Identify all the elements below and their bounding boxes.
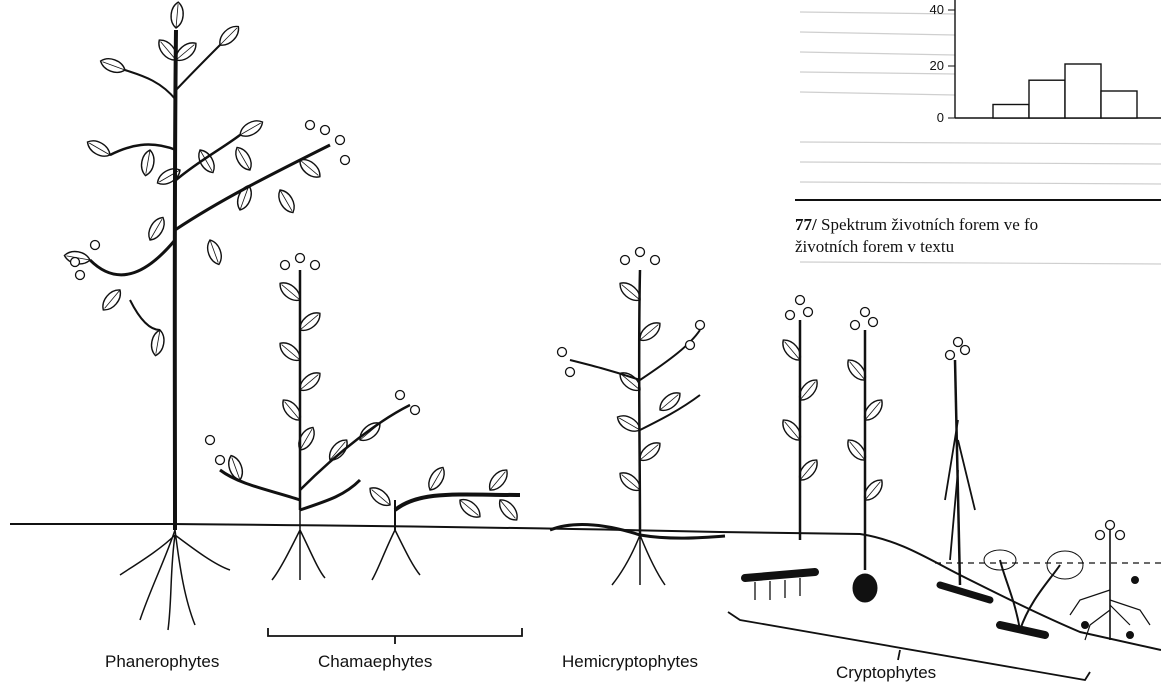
inset-bar-chart [948, 0, 1161, 118]
ground-line [10, 524, 1161, 650]
chamaephytes-brace [268, 628, 522, 644]
caption-number: 77/ [795, 215, 817, 234]
hemicryptophyte-plant [550, 248, 725, 586]
label-chamaephytes: Chamaephytes [318, 652, 432, 672]
cryptophyte-plants [745, 296, 1150, 641]
inset-bar [1029, 80, 1065, 118]
inset-tick-20: 20 [914, 58, 944, 73]
chamaephyte-plants [206, 254, 522, 581]
inset-tick-0: 0 [914, 110, 944, 125]
inset-bar [993, 105, 1029, 119]
inset-bar [1101, 91, 1137, 118]
caption-line2: životních forem v textu [795, 237, 954, 256]
label-cryptophytes: Cryptophytes [836, 663, 936, 683]
label-phanerophytes: Phanerophytes [105, 652, 219, 672]
figure-caption: 77/ Spektrum životních forem ve fo život… [795, 214, 1038, 258]
inset-bar [1065, 64, 1101, 118]
inset-tick-40: 40 [914, 2, 944, 17]
label-hemicryptophytes: Hemicryptophytes [562, 652, 698, 672]
caption-line1: Spektrum životních forem ve fo [821, 215, 1038, 234]
